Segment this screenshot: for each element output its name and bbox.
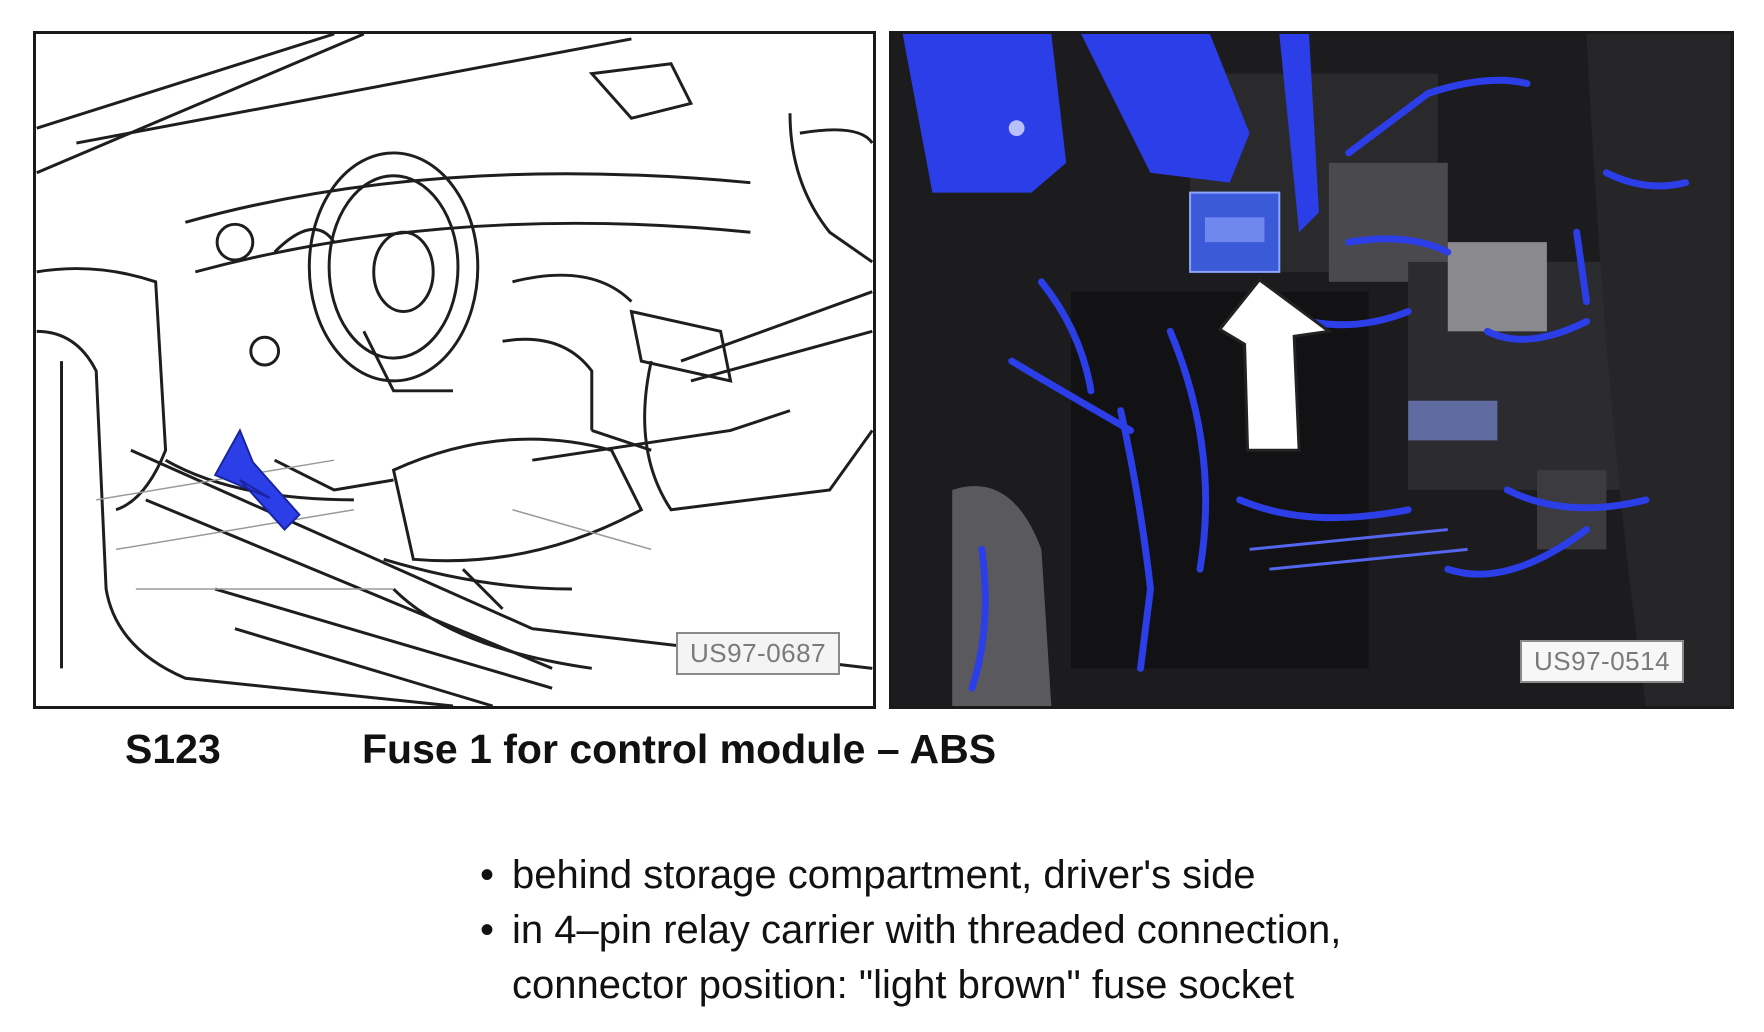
interior-drawing-figure: US97-0687 (33, 31, 876, 709)
location-arrow-photo (1217, 277, 1333, 452)
relay-carrier-photo-figure: US97-0514 (889, 31, 1734, 709)
figure-code-left: US97-0687 (676, 632, 841, 675)
note-item: behind storage compartment, driver's sid… (480, 848, 1341, 903)
location-notes: behind storage compartment, driver's sid… (480, 848, 1341, 1013)
note-text: behind storage compartment, driver's sid… (512, 853, 1256, 897)
note-item: in 4–pin relay carrier with threaded con… (480, 903, 1341, 1013)
location-arrow (213, 428, 301, 532)
relay-carrier-photo (892, 34, 1731, 706)
figure-code-right: US97-0514 (1520, 640, 1685, 683)
component-title: Fuse 1 for control module – ABS (362, 726, 997, 772)
component-id: S123 (125, 726, 221, 772)
note-text-continuation: connector position: "light brown" fuse s… (512, 963, 1295, 1007)
car-interior-illustration (36, 34, 873, 706)
note-text: in 4–pin relay carrier with threaded con… (512, 908, 1342, 952)
